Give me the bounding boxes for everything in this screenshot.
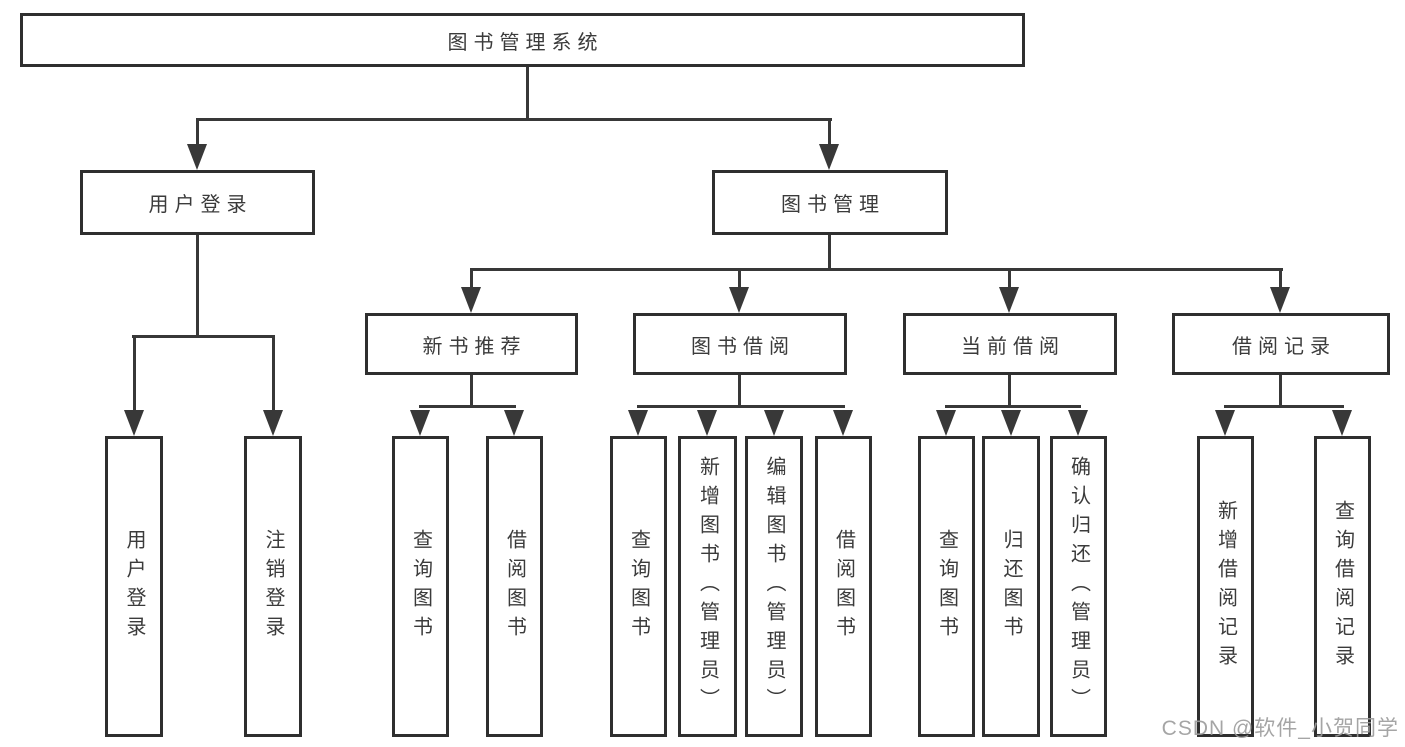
- connector-records-hline: [1224, 405, 1344, 408]
- connector-current-hline: [945, 405, 1081, 408]
- arrow-to-book-borrow: [729, 287, 749, 313]
- node-book-borrow-label: 图书借阅: [691, 335, 795, 358]
- arrow-to-leaf-logout: [263, 410, 283, 436]
- connector-mgmt-vline: [828, 235, 831, 271]
- arrow-to-borrow-query-books: [628, 410, 648, 436]
- arrow-to-book-management: [819, 144, 839, 170]
- node-current-borrow-label: 当前借阅: [961, 335, 1065, 358]
- node-current-borrow: 当前借阅: [903, 313, 1117, 375]
- leaf-add-book-admin: 新增图书（管理员）: [678, 436, 737, 737]
- node-root-label: 图书管理系统: [447, 31, 604, 54]
- arrow-to-new-book-recommend: [461, 287, 481, 313]
- connector-level3-hline: [470, 268, 1283, 271]
- leaf-borrow-books-label: 借阅图书: [832, 528, 855, 645]
- connector-recommend-vline: [470, 375, 473, 407]
- leaf-return-book-label: 归还图书: [1000, 528, 1022, 645]
- arrow-to-return-book: [1001, 410, 1021, 436]
- connector-drop-mgmt-line: [828, 121, 831, 146]
- leaf-edit-book-admin-label: 编辑图书（管理员）: [763, 456, 785, 717]
- arrow-to-add-book-admin: [697, 410, 717, 436]
- arrow-to-edit-book-admin: [764, 410, 784, 436]
- leaf-borrow-books: 借阅图书: [815, 436, 872, 737]
- node-new-book-recommend: 新书推荐: [365, 313, 578, 375]
- leaf-add-borrow-record: 新增借阅记录: [1197, 436, 1254, 737]
- connector-drop-records-line: [1279, 271, 1282, 290]
- connector-drop-login-leaf2: [272, 338, 275, 411]
- leaf-borrow-query-books-label: 查询图书: [627, 528, 650, 645]
- leaf-logout: 注销登录: [244, 436, 302, 737]
- connector-drop-login-line: [196, 121, 199, 146]
- arrow-to-recommend-borrow-books: [504, 410, 524, 436]
- leaf-add-book-admin-label: 新增图书（管理员）: [696, 456, 719, 717]
- csdn-watermark: CSDN @软件_小贺同学: [1161, 717, 1399, 740]
- connector-root-vline: [526, 67, 529, 118]
- connector-login-vline: [196, 235, 199, 338]
- connector-drop-current-line: [1008, 271, 1011, 290]
- arrow-to-recommend-query-books: [410, 410, 430, 436]
- node-book-management-label: 图书管理: [781, 194, 885, 216]
- connector-drop-login-leaf1: [133, 338, 136, 411]
- node-new-book-recommend-label: 新书推荐: [422, 335, 527, 358]
- arrow-to-borrow-books: [833, 410, 853, 436]
- leaf-current-query-books: 查询图书: [918, 436, 975, 737]
- leaf-recommend-query-books: 查询图书: [392, 436, 449, 737]
- connector-records-vline: [1279, 375, 1282, 407]
- arrow-to-user-login: [187, 144, 207, 170]
- leaf-confirm-return-admin-label: 确认归还（管理员）: [1067, 456, 1090, 717]
- leaf-user-login-label: 用户登录: [123, 528, 145, 645]
- arrow-to-add-borrow-record: [1215, 410, 1235, 436]
- node-root: 图书管理系统: [20, 13, 1025, 67]
- node-borrow-records: 借阅记录: [1172, 313, 1390, 375]
- connector-current-vline: [1008, 375, 1011, 407]
- connector-borrow-vline: [738, 375, 741, 407]
- arrow-to-borrow-records: [1270, 287, 1290, 313]
- leaf-confirm-return-admin: 确认归还（管理员）: [1050, 436, 1107, 737]
- leaf-recommend-borrow-books: 借阅图书: [486, 436, 543, 737]
- leaf-recommend-query-books-label: 查询图书: [409, 528, 432, 645]
- arrow-to-current-borrow: [999, 287, 1019, 313]
- node-user-login-label: 用户登录: [148, 194, 253, 216]
- connector-login-hline: [132, 335, 275, 338]
- arrow-to-confirm-return-admin: [1068, 410, 1088, 436]
- leaf-user-login: 用户登录: [105, 436, 163, 737]
- leaf-return-book: 归还图书: [982, 436, 1040, 737]
- leaf-borrow-query-books: 查询图书: [610, 436, 667, 737]
- arrow-to-query-borrow-record: [1332, 410, 1352, 436]
- connector-drop-borrow-line: [738, 271, 741, 290]
- connector-borrow-hline: [637, 405, 845, 408]
- connector-level2-hline: [196, 118, 832, 121]
- arrow-to-current-query-books: [936, 410, 956, 436]
- node-user-login: 用户登录: [80, 170, 315, 235]
- leaf-edit-book-admin: 编辑图书（管理员）: [745, 436, 803, 737]
- leaf-current-query-books-label: 查询图书: [935, 528, 958, 645]
- leaf-query-borrow-record-label: 查询借阅记录: [1331, 499, 1354, 674]
- arrow-to-leaf-user-login: [124, 410, 144, 436]
- leaf-logout-label: 注销登录: [262, 528, 284, 645]
- leaf-add-borrow-record-label: 新增借阅记录: [1214, 499, 1237, 674]
- node-borrow-records-label: 借阅记录: [1232, 335, 1336, 358]
- connector-recommend-hline: [419, 405, 516, 408]
- node-book-borrow: 图书借阅: [633, 313, 847, 375]
- leaf-query-borrow-record: 查询借阅记录: [1314, 436, 1371, 737]
- leaf-recommend-borrow-books-label: 借阅图书: [503, 528, 526, 645]
- connector-drop-recommend-line: [470, 271, 473, 290]
- node-book-management: 图书管理: [712, 170, 948, 235]
